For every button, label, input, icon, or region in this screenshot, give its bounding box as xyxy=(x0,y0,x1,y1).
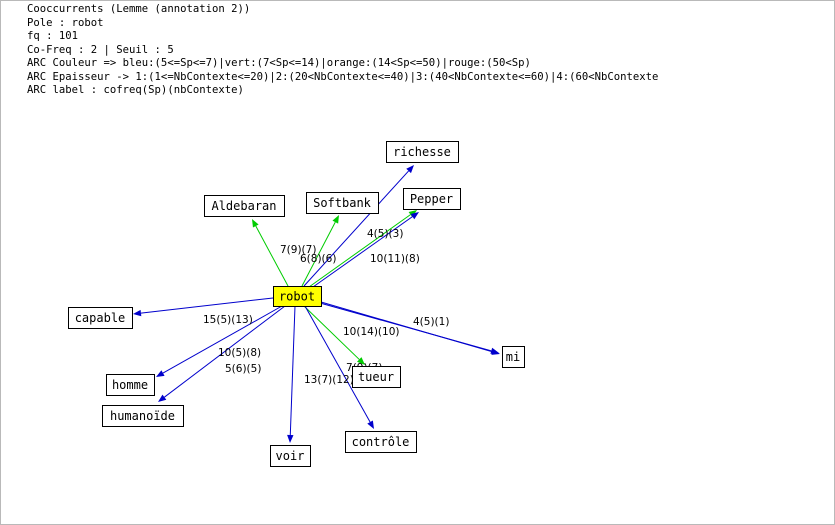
header-cofreq-threshold: Co-Freq : 2 | Seuil : 5 xyxy=(27,43,174,56)
edge-label-softbank: 6(8)(6) xyxy=(300,253,336,265)
edge-arrowhead-capable xyxy=(133,309,142,317)
node-label-humanoide: humanoïde xyxy=(110,409,175,423)
edge-label-voir: 13(7)(12) xyxy=(304,374,354,386)
edge-humanoide xyxy=(164,305,286,398)
edge-label-mi: 10(14)(10) xyxy=(343,326,399,338)
header-pole: Pole : robot xyxy=(27,16,104,29)
node-box-capable xyxy=(68,307,133,329)
edge-arrowhead-voir xyxy=(287,434,294,443)
node-voir[interactable]: voir xyxy=(270,445,311,467)
edge-aldebaran xyxy=(255,225,289,287)
node-label-pepper: Pepper xyxy=(410,192,453,206)
edge-homme xyxy=(162,305,283,374)
node-label-homme: homme xyxy=(112,378,148,392)
node-box-controle xyxy=(345,431,417,453)
node-box-mi xyxy=(502,346,525,368)
header-arc-color-legend: ARC Couleur => bleu:(5<=Sp<=7)|vert:(7<S… xyxy=(27,57,531,69)
node-label-robot: robot xyxy=(279,290,315,304)
edge-arrowhead-mi xyxy=(490,347,499,354)
edge-richesse xyxy=(303,170,409,287)
edge-tueur xyxy=(303,305,360,360)
node-box-homme xyxy=(106,374,155,396)
node-box-aldebaran xyxy=(204,195,285,217)
node-label-tueur: tueur xyxy=(358,370,394,384)
header-title: Cooccurrents (Lemme (annotation 2)) xyxy=(27,3,251,15)
header-arc-label-legend: ARC label : cofreq(Sp)(nbContexte) xyxy=(27,84,244,96)
edge-arrowhead-homme xyxy=(156,370,165,377)
edge-arrowhead-richesse xyxy=(406,165,414,174)
node-box-pepper xyxy=(403,188,461,210)
edge-label-mi: 4(5)(1) xyxy=(413,316,449,328)
node-tueur[interactable]: tueur xyxy=(352,366,401,388)
node-pepper[interactable]: Pepper xyxy=(403,188,461,210)
edge-arrowhead-humanoide xyxy=(158,394,167,402)
node-box-tueur xyxy=(352,366,401,388)
node-box-humanoide xyxy=(102,405,184,427)
header-frequency: fq : 101 xyxy=(27,30,79,42)
edge-label-pepper: 10(11)(8) xyxy=(370,253,420,265)
node-label-capable: capable xyxy=(75,311,126,325)
edge-label-homme: 10(5)(8) xyxy=(218,347,261,359)
node-label-mi: mi xyxy=(506,350,520,364)
edge-arrowhead-pepper xyxy=(410,212,419,220)
node-box-robot xyxy=(273,286,322,307)
node-label-controle: contrôle xyxy=(352,435,410,449)
node-box-voir xyxy=(270,445,311,467)
node-label-softbank: Softbank xyxy=(313,196,372,210)
edge-label-humanoide: 5(6)(5) xyxy=(225,363,261,375)
node-aldebaran[interactable]: Aldebaran xyxy=(204,195,285,217)
edge-pepper xyxy=(312,216,413,288)
edge-softbank xyxy=(301,221,336,287)
edge-labels-layer: 7(9)(7)6(8)(6) 4(5)(3) 10(11)(8) 15(5)(13) 4… xyxy=(203,228,449,386)
header-arc-thickness-legend: ARC Epaisseur -> 1:(1<=NbContexte<=20)|2… xyxy=(27,70,659,83)
node-box-softbank xyxy=(306,192,379,214)
edge-arrowhead-controle xyxy=(367,420,374,429)
node-box-richesse xyxy=(386,141,459,163)
node-softbank[interactable]: Softbank xyxy=(306,192,379,214)
edge-controle xyxy=(304,305,371,423)
edge-capable xyxy=(140,297,274,314)
node-robot[interactable]: robot xyxy=(273,286,322,307)
edge-arrowhead-tueur xyxy=(357,357,365,365)
node-richesse[interactable]: richesse xyxy=(386,141,459,163)
node-homme[interactable]: homme xyxy=(106,374,155,396)
header-info: Cooccurrents (Lemme (annotation 2)) Pole… xyxy=(27,3,658,98)
edge-arrowhead-softbank xyxy=(332,215,339,224)
node-mi[interactable]: mi xyxy=(502,346,525,368)
node-controle[interactable]: contrôle xyxy=(345,431,417,453)
edges-layer xyxy=(133,165,500,443)
node-label-voir: voir xyxy=(276,449,305,463)
edge-voir xyxy=(289,305,296,436)
edge-label-capable: 15(5)(13) xyxy=(203,314,253,326)
node-label-aldebaran: Aldebaran xyxy=(211,199,276,213)
edge-label-aldebaran: 7(9)(7) xyxy=(280,244,316,256)
node-capable[interactable]: capable xyxy=(68,307,133,329)
edge-arrowhead-aldebaran xyxy=(252,219,259,228)
edge-mi xyxy=(319,302,492,352)
node-humanoide[interactable]: humanoïde xyxy=(102,405,184,427)
edge-label-pepper: 4(5)(3) xyxy=(367,228,403,240)
edge-pepper xyxy=(308,214,411,288)
node-label-richesse: richesse xyxy=(393,145,451,159)
